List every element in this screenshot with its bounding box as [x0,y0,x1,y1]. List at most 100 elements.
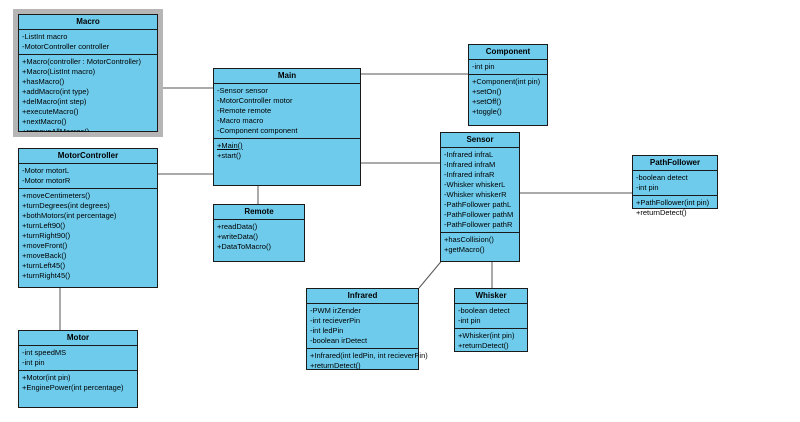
method-row: +nextMacro() [22,117,67,126]
class-box-component[interactable]: Component-int pin+Component(int pin)+set… [468,44,548,126]
attribute-row: -Component component [217,126,298,135]
class-methods-whisker: +Whisker(int pin)+returnDetect() [455,329,527,353]
attribute-row: -ListInt macro [22,32,68,41]
method-row: +returnDetect() [636,208,687,217]
attribute-row: -PathFollower pathR [444,220,513,229]
class-attributes-main: -Sensor sensor-MotorController motor-Rem… [214,84,360,139]
class-box-pathfollower[interactable]: PathFollower-boolean detect-int pin+Path… [632,155,718,217]
attribute-row: -int recieverPin [310,316,361,325]
attribute-row: -boolean detect [458,306,510,315]
class-title-motorcontroller: MotorController [19,149,157,164]
class-box-main[interactable]: Main-Sensor sensor-MotorController motor… [213,68,361,186]
class-title-macro: Macro [19,15,157,30]
attribute-row: -PathFollower pathL [444,200,512,209]
class-box-remote[interactable]: Remote+readData()+writeData()+DataToMacr… [213,204,305,262]
class-box-motorcontroller[interactable]: MotorController-Motor motorL-Motor motor… [18,148,158,288]
attribute-row: -MotorController motor [217,96,293,105]
class-title-whisker: Whisker [455,289,527,304]
class-methods-macro: +Macro(controller : MotorController)+Mac… [19,55,157,139]
class-title-infrared: Infrared [307,289,418,304]
attribute-row: -int pin [472,62,495,71]
class-methods-remote: +readData()+writeData()+DataToMacro() [214,220,304,254]
method-row: +DataToMacro() [217,242,271,251]
attribute-row: -PWM irZender [310,306,361,315]
class-title-component: Component [469,45,547,60]
method-row: +returnDetect() [310,361,361,370]
class-methods-infrared: +Infrared(int ledPin, int recieverPin)+r… [307,349,428,373]
method-row: +readData() [217,222,258,231]
class-title-sensor: Sensor [441,133,519,148]
method-row: +removeAllMacros() [22,127,90,136]
method-row: +hasMacro() [22,77,65,86]
attribute-row: -Whisker whiskerL [444,180,506,189]
method-row: +turnDegrees(int degrees) [22,201,110,210]
method-row: +moveFront() [22,241,68,250]
class-attributes-macro: -ListInt macro-MotorController controlle… [19,30,157,55]
class-attributes-sensor: -Infrared infraL-Infrared infraM-Infrare… [441,148,519,233]
method-row: +setOn() [472,87,502,96]
method-row: +moveBack() [22,251,67,260]
method-row: +Whisker(int pin) [458,331,515,340]
attribute-row: -Sensor sensor [217,86,268,95]
method-row: +getMacro() [444,245,485,254]
class-methods-motor: +Motor(int pin)+EnginePower(int percenta… [19,371,137,395]
connector-sensor-infrared[interactable] [418,257,445,289]
attribute-row: -Infrared infraR [444,170,495,179]
method-row: +Macro(ListInt macro) [22,67,96,76]
class-box-infrared[interactable]: Infrared-PWM irZender-int recieverPin-in… [306,288,428,373]
method-row: +Macro(controller : MotorController) [22,57,141,66]
class-methods-component: +Component(int pin)+setOn()+setOff()+tog… [469,75,547,119]
class-methods-motorcontroller: +moveCentimeters()+turnDegrees(int degre… [19,189,157,283]
method-row: +Infrared(int ledPin, int recieverPin) [310,351,428,360]
class-title-pathfollower: PathFollower [633,156,717,171]
attribute-row: -int pin [22,358,45,367]
method-row: +PathFollower(int pin) [636,198,710,207]
attribute-row: -Motor motorR [22,176,71,185]
class-attributes-component: -int pin [469,60,547,75]
attribute-row: -int pin [458,316,481,325]
method-row: +bothMotors(int percentage) [22,211,117,220]
attribute-row: -int pin [636,183,659,192]
attribute-row: -Infrared infraL [444,150,494,159]
class-attributes-motor: -int speedMS-int pin [19,346,137,371]
attribute-row: -Infrared infraM [444,160,496,169]
class-attributes-whisker: -boolean detect-int pin [455,304,527,329]
method-row: +turnRight45() [22,271,71,280]
method-row: +moveCentimeters() [22,191,91,200]
method-row: +writeData() [217,232,259,241]
method-row: +start() [217,151,241,160]
method-row: +returnDetect() [458,341,509,350]
attribute-row: -PathFollower pathM [444,210,514,219]
class-box-motor[interactable]: Motor-int speedMS-int pin+Motor(int pin)… [18,330,138,408]
class-methods-pathfollower: +PathFollower(int pin)+returnDetect() [633,196,717,220]
method-row: +turnLeft90() [22,221,66,230]
method-row: +addMacro(int type) [22,87,89,96]
class-methods-main: +Main()+start() [214,139,360,163]
class-attributes-pathfollower: -boolean detect-int pin [633,171,717,196]
class-box-macro[interactable]: Macro-ListInt macro-MotorController cont… [13,9,163,137]
method-row: +Main() [217,141,243,150]
class-title-main: Main [214,69,360,84]
attribute-row: -Remote remote [217,106,272,115]
class-title-remote: Remote [214,205,304,220]
method-row: +turnLeft45() [22,261,66,270]
method-row: +Motor(int pin) [22,373,71,382]
attribute-row: -int ledPin [310,326,344,335]
attribute-row: -MotorController controller [22,42,110,51]
class-attributes-motorcontroller: -Motor motorL-Motor motorR [19,164,157,189]
method-row: +setOff() [472,97,502,106]
method-row: +Component(int pin) [472,77,541,86]
method-row: +hasCollision() [444,235,494,244]
method-row: +turnRight90() [22,231,71,240]
class-box-whisker[interactable]: Whisker-boolean detect-int pin+Whisker(i… [454,288,528,352]
attribute-row: -Macro macro [217,116,264,125]
class-title-motor: Motor [19,331,137,346]
attribute-row: -boolean irDetect [310,336,368,345]
attribute-row: -int speedMS [22,348,67,357]
method-row: +toggle() [472,107,502,116]
method-row: +EnginePower(int percentage) [22,383,124,392]
class-attributes-infrared: -PWM irZender-int recieverPin-int ledPin… [307,304,418,349]
class-methods-sensor: +hasCollision()+getMacro() [441,233,519,257]
class-box-sensor[interactable]: Sensor-Infrared infraL-Infrared infraM-I… [440,132,520,262]
